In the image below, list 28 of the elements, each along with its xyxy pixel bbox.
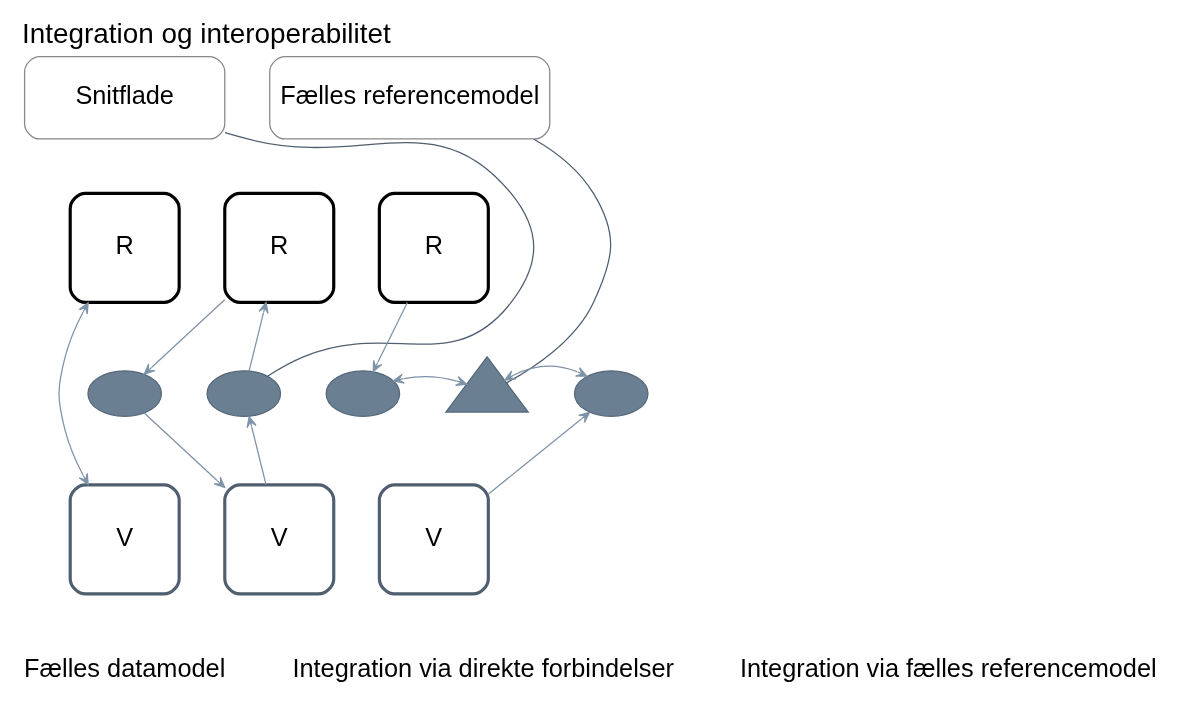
label: Integration via fælles referencemodel: [739, 653, 1157, 682]
arrow: [372, 301, 409, 372]
label: Fælles datamodel: [24, 653, 226, 682]
arrow: [143, 411, 226, 488]
arrow: [248, 301, 269, 371]
node-box: V: [68, 482, 181, 595]
node-circle: [325, 369, 401, 417]
node-box: Fælles referencemodel: [269, 55, 551, 140]
diagram-title: Integration og interoperabilitet: [22, 17, 391, 49]
connector: [224, 131, 535, 377]
node-box: R: [68, 191, 181, 304]
label: Integration via direkte forbindelser: [292, 653, 675, 682]
node-box: R: [377, 191, 490, 304]
node-circle: [206, 369, 282, 417]
node-circle: [87, 369, 163, 417]
arrow: [504, 364, 588, 381]
arrow: [487, 411, 591, 495]
arrow: [246, 415, 267, 485]
node-triangle: [444, 355, 530, 413]
node-box: Snitflade: [23, 55, 226, 140]
arrow: [143, 298, 226, 375]
node-circle: [573, 369, 649, 417]
node-box: V: [223, 482, 336, 595]
node-box: R: [223, 191, 336, 304]
node-box: V: [377, 482, 490, 595]
connector: [505, 138, 612, 383]
arrow: [392, 373, 468, 386]
arrow: [58, 301, 89, 485]
